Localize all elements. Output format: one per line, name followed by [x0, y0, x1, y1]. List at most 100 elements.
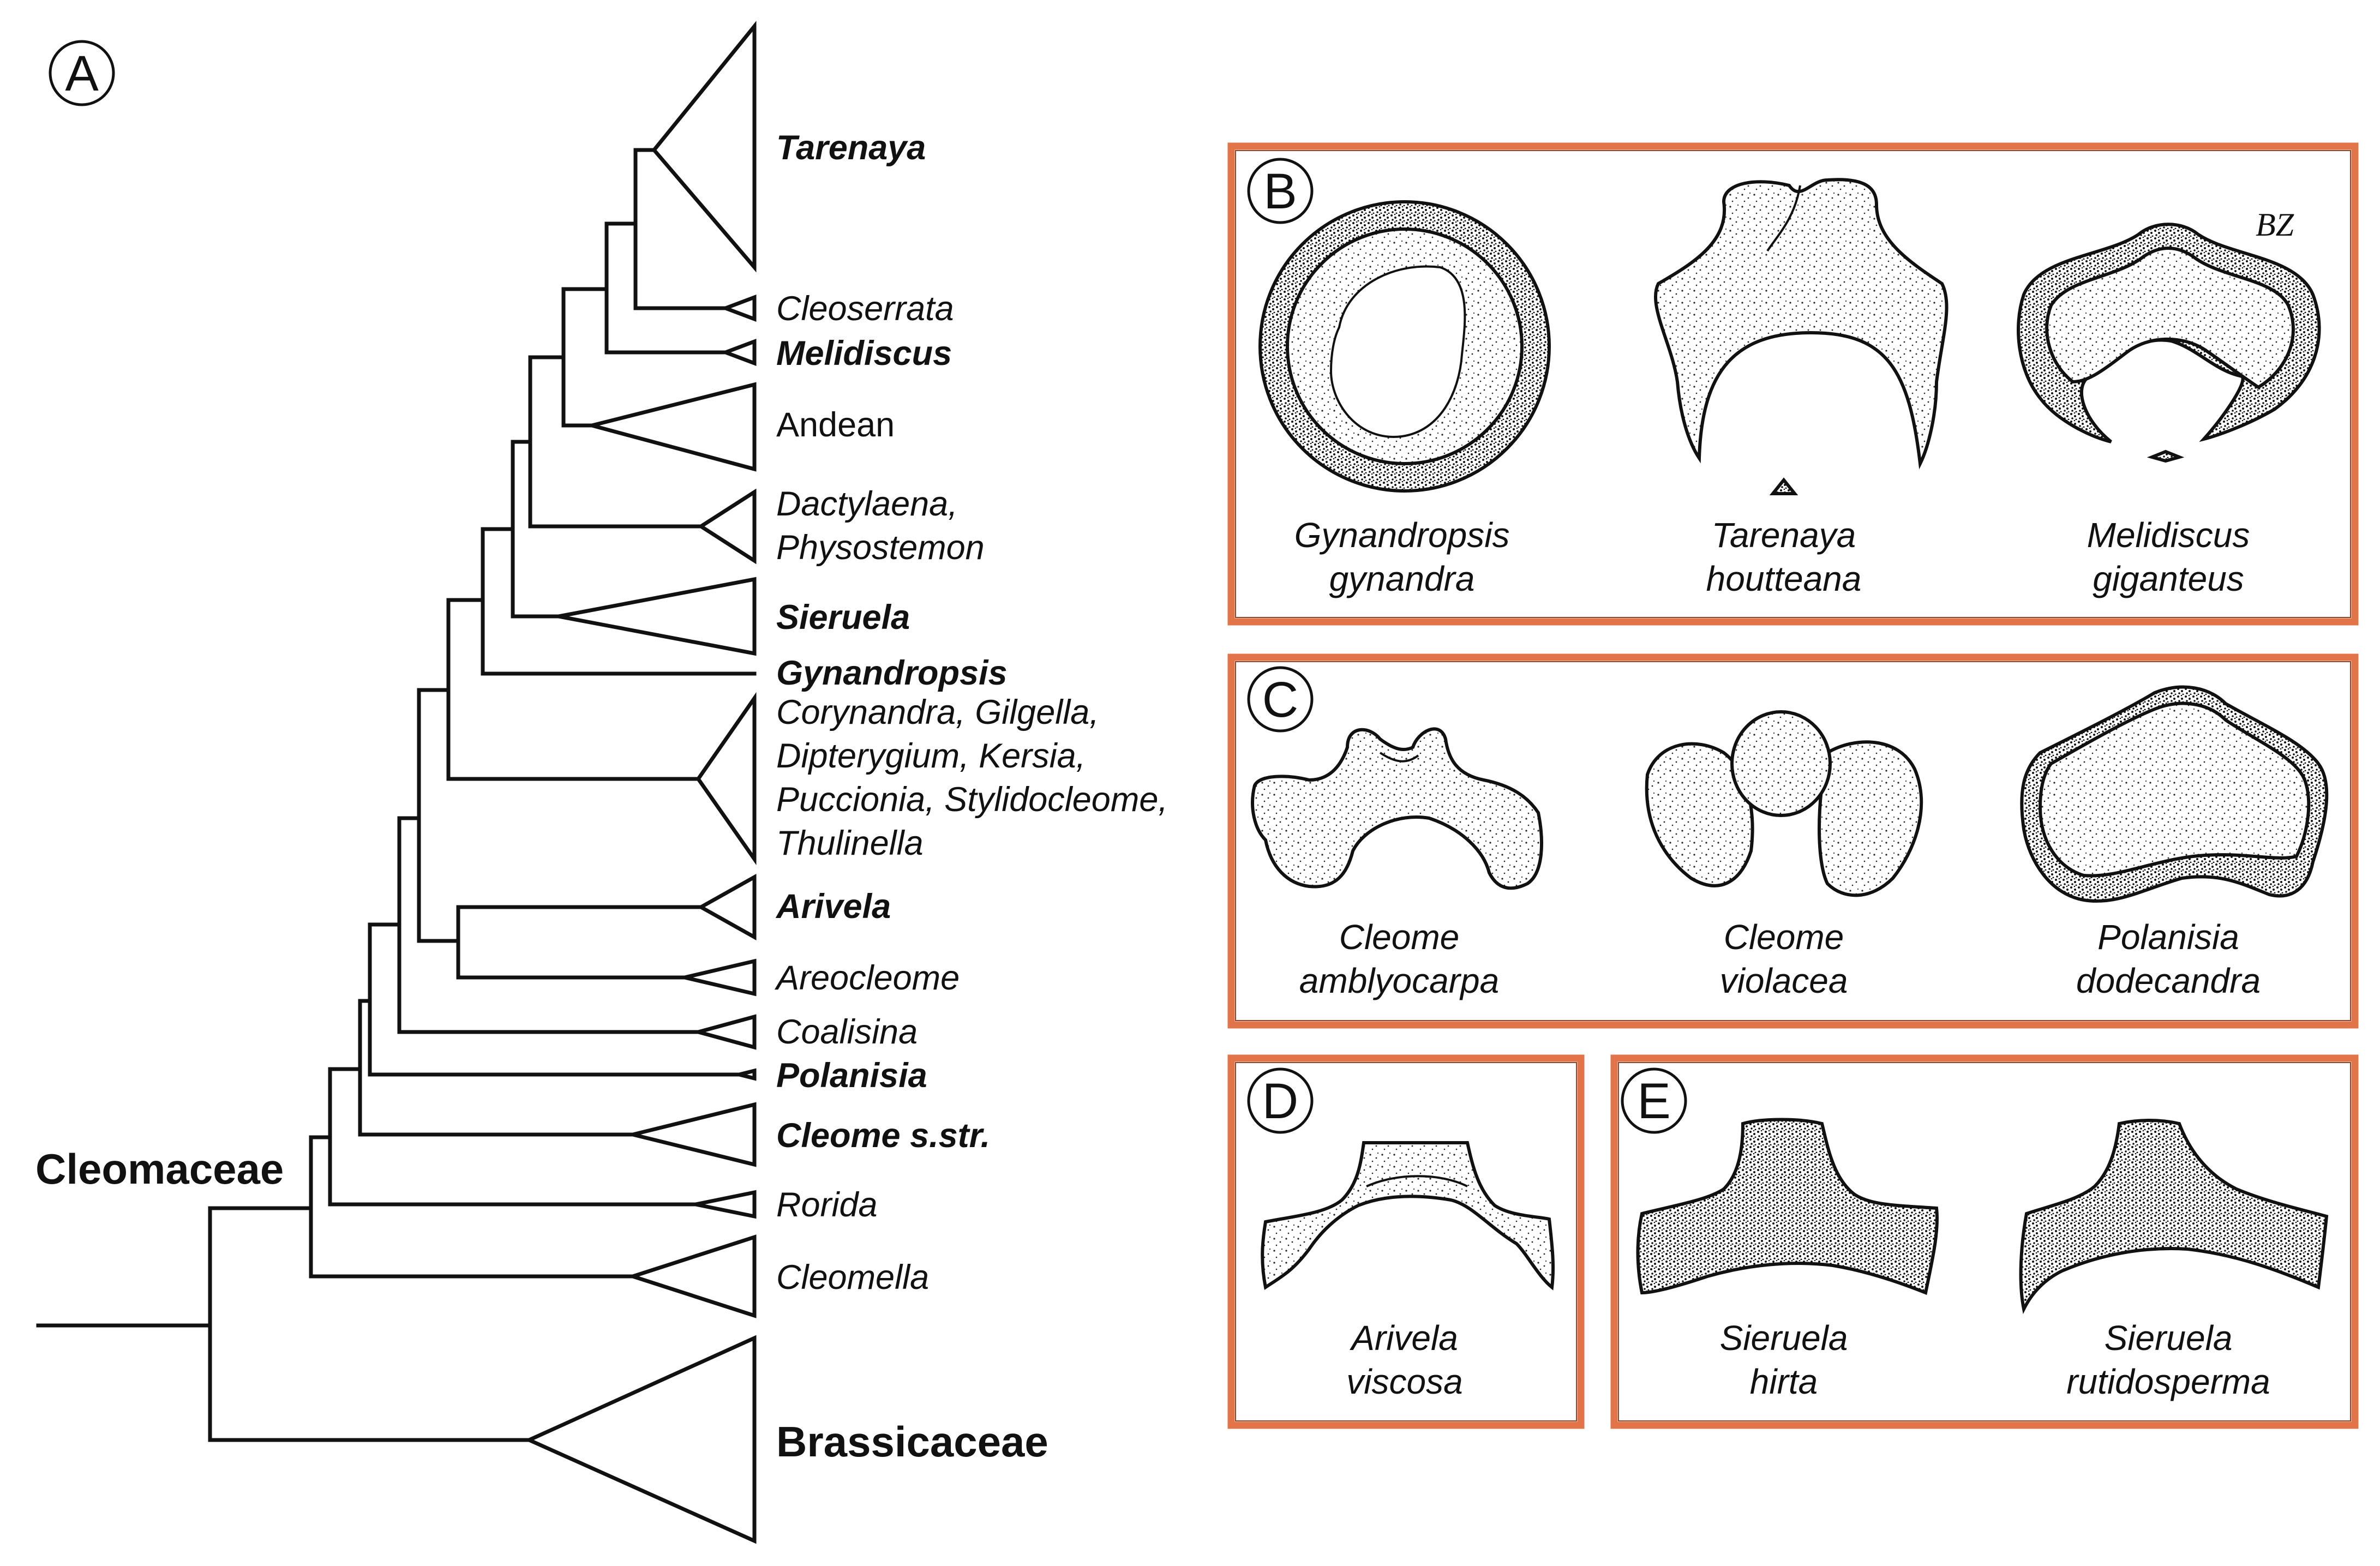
- clade-label: Cleomella: [776, 1258, 929, 1297]
- clade-label: Tarenaya: [776, 129, 926, 167]
- clade-label: Brassicaceae: [776, 1418, 1048, 1466]
- clade-triangle-rorida: [695, 1190, 757, 1219]
- clade-triangle-arivela: [697, 874, 757, 940]
- panel-e: E Sieruela hirta Sieruela rutidosperma: [1610, 1054, 2359, 1429]
- caption-species: dodecandra: [2076, 961, 2261, 1000]
- caption-species: gynandra: [1329, 559, 1475, 598]
- panel-c: C Cleome amblyocarpa Cleome violacea Pol…: [1227, 653, 2359, 1029]
- clade-triangle-cleome: [632, 1102, 757, 1167]
- clade-label: Thulinella: [776, 824, 924, 862]
- clade-label: Polanisia: [776, 1057, 927, 1095]
- clade-label: Areocleome: [774, 959, 960, 997]
- caption-genus: Polanisia: [2097, 917, 2239, 957]
- seed-cleome-violacea-left-lobe: [1645, 742, 1754, 887]
- clade-label: Physostemon: [776, 529, 985, 567]
- clade-label: Sieruela: [776, 598, 910, 637]
- clade-triangle-brassicaceae: [524, 1335, 757, 1544]
- panel-a-letter: A: [65, 46, 99, 101]
- clade-labels: Tarenaya Cleoserrata Melidiscus Andean D…: [774, 129, 1168, 1466]
- branch: [604, 221, 728, 355]
- branch: [511, 440, 561, 619]
- panel-b-inner-line: [1235, 150, 2351, 618]
- caption-genus: Tarenaya: [1712, 515, 1856, 555]
- caption-genus: Cleome: [1724, 917, 1844, 957]
- clade-label: Cleoserrata: [776, 290, 954, 328]
- clade-triangle-cleomella: [626, 1234, 757, 1318]
- panel-c-letter: C: [1262, 672, 1298, 728]
- branch: [633, 148, 728, 310]
- seed-melidiscus-inner-face: [2045, 247, 2295, 389]
- caption-genus: Melidiscus: [2087, 515, 2250, 555]
- panel-b-letter: B: [1263, 164, 1297, 219]
- seed-cleome-amblyocarpa: [1251, 727, 1543, 890]
- panel-e-letter-circle: [1621, 1067, 1687, 1134]
- branch: [561, 287, 609, 428]
- caption-species: hirta: [1750, 1362, 1818, 1401]
- panel-b-letter-circle: [1247, 158, 1314, 224]
- branch: [481, 527, 757, 676]
- clade-triangle-corynandra: [696, 692, 757, 866]
- clade-triangle-tarenaya: [651, 21, 757, 273]
- clade-triangle-polanisia: [739, 1068, 757, 1081]
- panel-c-letter-circle: [1247, 666, 1314, 733]
- panel-d: D Arivela viscosa: [1227, 1054, 1585, 1429]
- caption-genus: Arivela: [1349, 1318, 1458, 1358]
- panel-c-inner-line: [1235, 661, 2351, 1021]
- clade-label: Gynandropsis: [776, 654, 1008, 692]
- seed-polanisia-upper-face: [2038, 701, 2311, 878]
- branch: [417, 688, 460, 943]
- branch: [528, 355, 703, 529]
- branch: [208, 1206, 531, 1442]
- seed-arivela-viscosa: [1261, 1141, 1555, 1291]
- caption-species: amblyocarpa: [1299, 961, 1499, 1000]
- clade-triangle-sieruela: [558, 577, 757, 656]
- clade-triangle-andean: [584, 382, 757, 472]
- caption-genus: Cleome: [1339, 917, 1460, 957]
- panel-d-letter: D: [1262, 1073, 1298, 1129]
- panel-e-inner-line: [1618, 1062, 2351, 1421]
- caption-species: viscosa: [1346, 1362, 1462, 1401]
- clade-label: Melidiscus: [776, 334, 952, 373]
- panel-e-letter: E: [1637, 1073, 1670, 1129]
- seed-cleome-violacea-center-lobe: [1730, 710, 1832, 817]
- branch: [446, 598, 700, 781]
- caption-genus: Sieruela: [2105, 1318, 2233, 1358]
- seed-sieruela-hirta: [1636, 1118, 1939, 1295]
- panel-a: A: [35, 21, 1168, 1544]
- phylogenetic-tree: [36, 21, 757, 1544]
- panel-b: B BZ Gynandropsis gynandra Tarenaya hout…: [1227, 142, 2359, 626]
- seed-sieruela-rutidosperma: [2019, 1119, 2329, 1315]
- panel-d-inner-line: [1235, 1062, 1577, 1421]
- clade-label: Dactylaena,: [776, 485, 958, 523]
- panel-d-letter-circle: [1247, 1067, 1314, 1134]
- panel-a-letter-circle: [49, 40, 115, 106]
- caption-genus: Sieruela: [1720, 1318, 1848, 1358]
- seed-cleome-violacea-right-lobe: [1818, 740, 1923, 897]
- panel-c-frame: [1227, 653, 2359, 1029]
- clade-triangle-melidiscus: [720, 338, 757, 367]
- branch: [397, 816, 700, 1034]
- branch: [368, 922, 741, 1077]
- clade-label: Arivela: [775, 887, 891, 926]
- seed-notch: [1379, 752, 1419, 763]
- clade-label: Corynandra, Gilgella,: [776, 693, 1099, 731]
- family-label: Cleomaceae: [35, 1145, 284, 1193]
- panel-d-frame: [1227, 1054, 1585, 1429]
- clade-label: Andean: [776, 406, 895, 444]
- caption-species: violacea: [1720, 961, 1848, 1000]
- seed-caruncle: [1769, 477, 1799, 495]
- panel-b-frame: [1227, 142, 2359, 626]
- clade-label: Coalisina: [776, 1013, 918, 1051]
- panel-e-frame: [1610, 1054, 2359, 1429]
- seed-hilum-opening: [1329, 265, 1466, 438]
- clade-label: Puccionia, Stylidocleome,: [776, 781, 1168, 819]
- branch: [309, 1135, 635, 1279]
- seed-inner-outline: [1366, 1175, 1468, 1187]
- clade-triangle-areocleome: [684, 958, 757, 997]
- clade-triangle-cleoserrata: [720, 294, 757, 322]
- clade-triangle-coalisina: [691, 1014, 757, 1050]
- branch: [456, 905, 687, 980]
- seed-caruncle: [2147, 449, 2185, 463]
- caption-species: houtteana: [1706, 559, 1862, 598]
